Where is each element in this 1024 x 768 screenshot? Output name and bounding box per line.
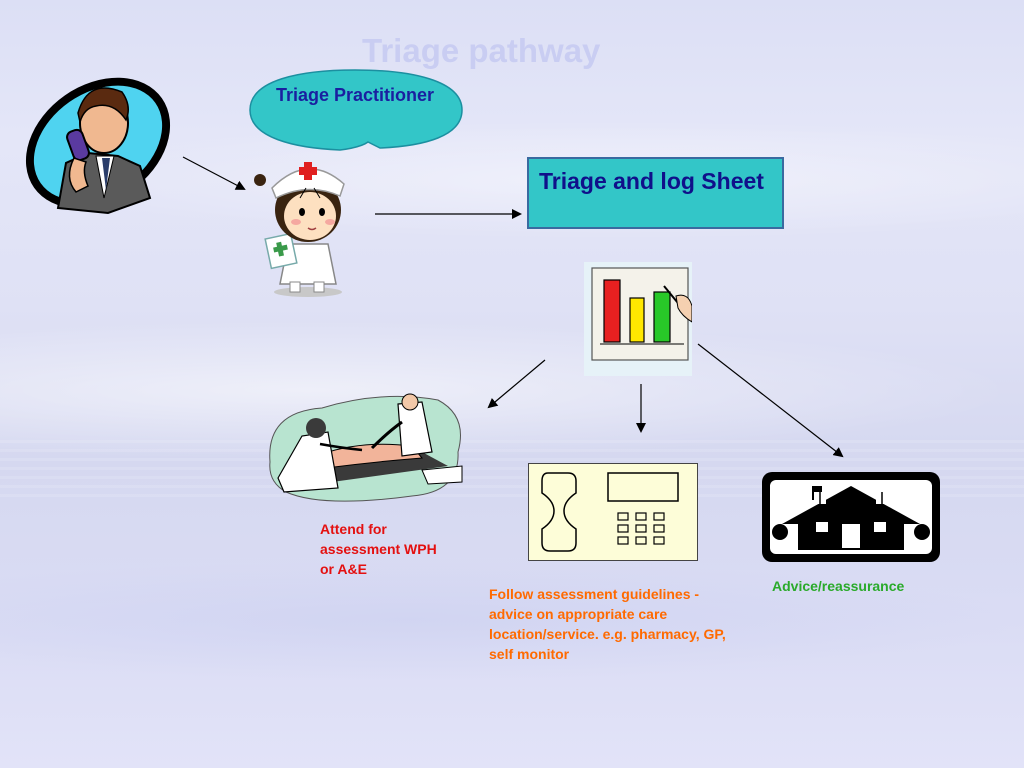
slide-title: Triage pathway [362,32,601,69]
arrow-chart-to-advice [697,343,844,458]
caller-on-phone-icon [25,77,171,215]
patient-exam-icon [269,393,463,502]
house-icon [762,472,940,562]
guidelines-label: Follow assessment guidelines - advice on… [489,586,726,662]
arrow-caller-to-nurse [182,156,246,190]
triage-log-sheet-box: Triage and log Sheet [527,157,784,229]
speech-bubble [249,69,463,151]
advice-label: Advice/reassurance [772,578,905,594]
bar-chart-icon [584,262,692,376]
arrow-chart-to-assessment [487,359,546,409]
assessment-label: Attend for assessment WPH or A&E [320,521,437,577]
telephone-keypad-icon [528,463,698,561]
nurse-icon [254,162,345,297]
callout-text: Triage Practitioner [275,85,435,105]
